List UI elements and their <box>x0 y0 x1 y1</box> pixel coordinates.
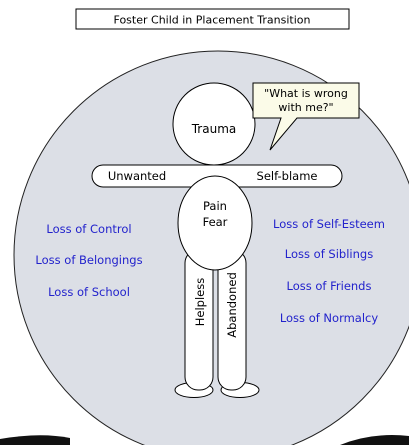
right-arm-label: Self-blame <box>257 169 318 183</box>
loss-right-item: Loss of Friends <box>287 279 372 293</box>
loss-left-item: Loss of Control <box>46 222 131 236</box>
speech-bubble <box>252 82 360 151</box>
torso <box>177 175 253 271</box>
loss-left-item: Loss of School <box>48 285 130 299</box>
speech-line-2: with me?" <box>278 101 333 114</box>
head-label: Trauma <box>191 122 237 136</box>
diagram-title: Foster Child in Placement Transition <box>114 14 311 27</box>
left-leg-label: Helpless <box>193 278 207 326</box>
loss-right-item: Loss of Siblings <box>285 247 373 261</box>
head <box>172 82 256 166</box>
bottom-right-shadow <box>340 435 409 445</box>
right-leg-label: Abandoned <box>225 272 239 338</box>
torso-label-pain: Pain <box>203 199 227 213</box>
loss-right-item: Loss of Self-Esteem <box>273 217 385 231</box>
bottom-left-shadow <box>0 435 70 445</box>
title-box <box>75 8 350 30</box>
left-arm-label: Unwanted <box>108 169 166 183</box>
loss-right-item: Loss of Normalcy <box>280 311 379 325</box>
torso-label-fear: Fear <box>203 215 228 229</box>
speech-line-1: "What is wrong <box>264 87 348 100</box>
loss-left-item: Loss of Belongings <box>35 253 142 267</box>
